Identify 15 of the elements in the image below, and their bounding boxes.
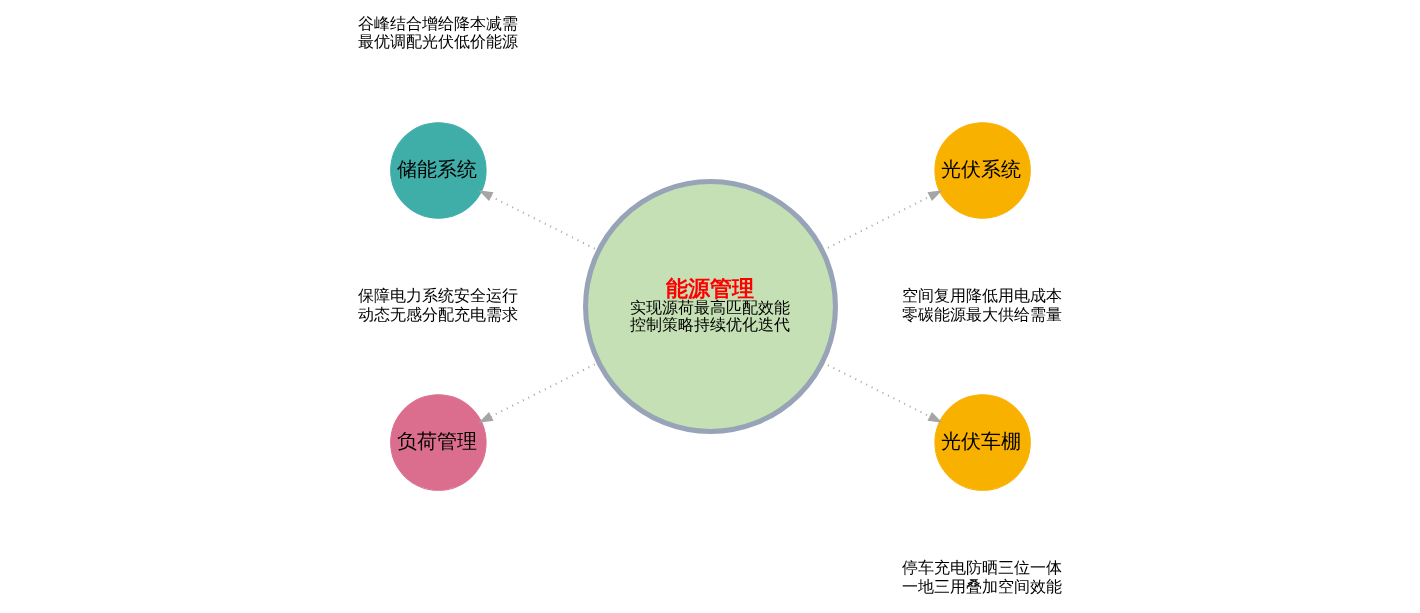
- node-circle: 负荷管理: [389, 394, 487, 491]
- node-label: 一地三用叠加空间效能: [901, 576, 1062, 595]
- node-label: 最优调配光伏低价能源: [357, 32, 518, 51]
- node-label: 谷峰结合增给降本减需: [357, 14, 518, 33]
- node-label: 零碳能源最大供给需量: [901, 304, 1062, 323]
- node-label: 停车充电防晒三位一体: [901, 558, 1062, 577]
- arrow: [821, 361, 942, 423]
- node-circle: 储能系统: [389, 122, 487, 219]
- node-circle: 光伏车棚: [933, 394, 1031, 491]
- arrow: [821, 190, 942, 252]
- node-label: 动态无感分配充电需求: [357, 304, 518, 323]
- node-label: 空间复用降低用电成本: [901, 286, 1062, 305]
- node-circle: 光伏系统: [933, 122, 1031, 219]
- node-label: 保障电力系统安全运行: [357, 286, 518, 305]
- node-circle: 能源管理 实现源荷最高匹配效能控制策略持续优化迭代: [582, 179, 838, 434]
